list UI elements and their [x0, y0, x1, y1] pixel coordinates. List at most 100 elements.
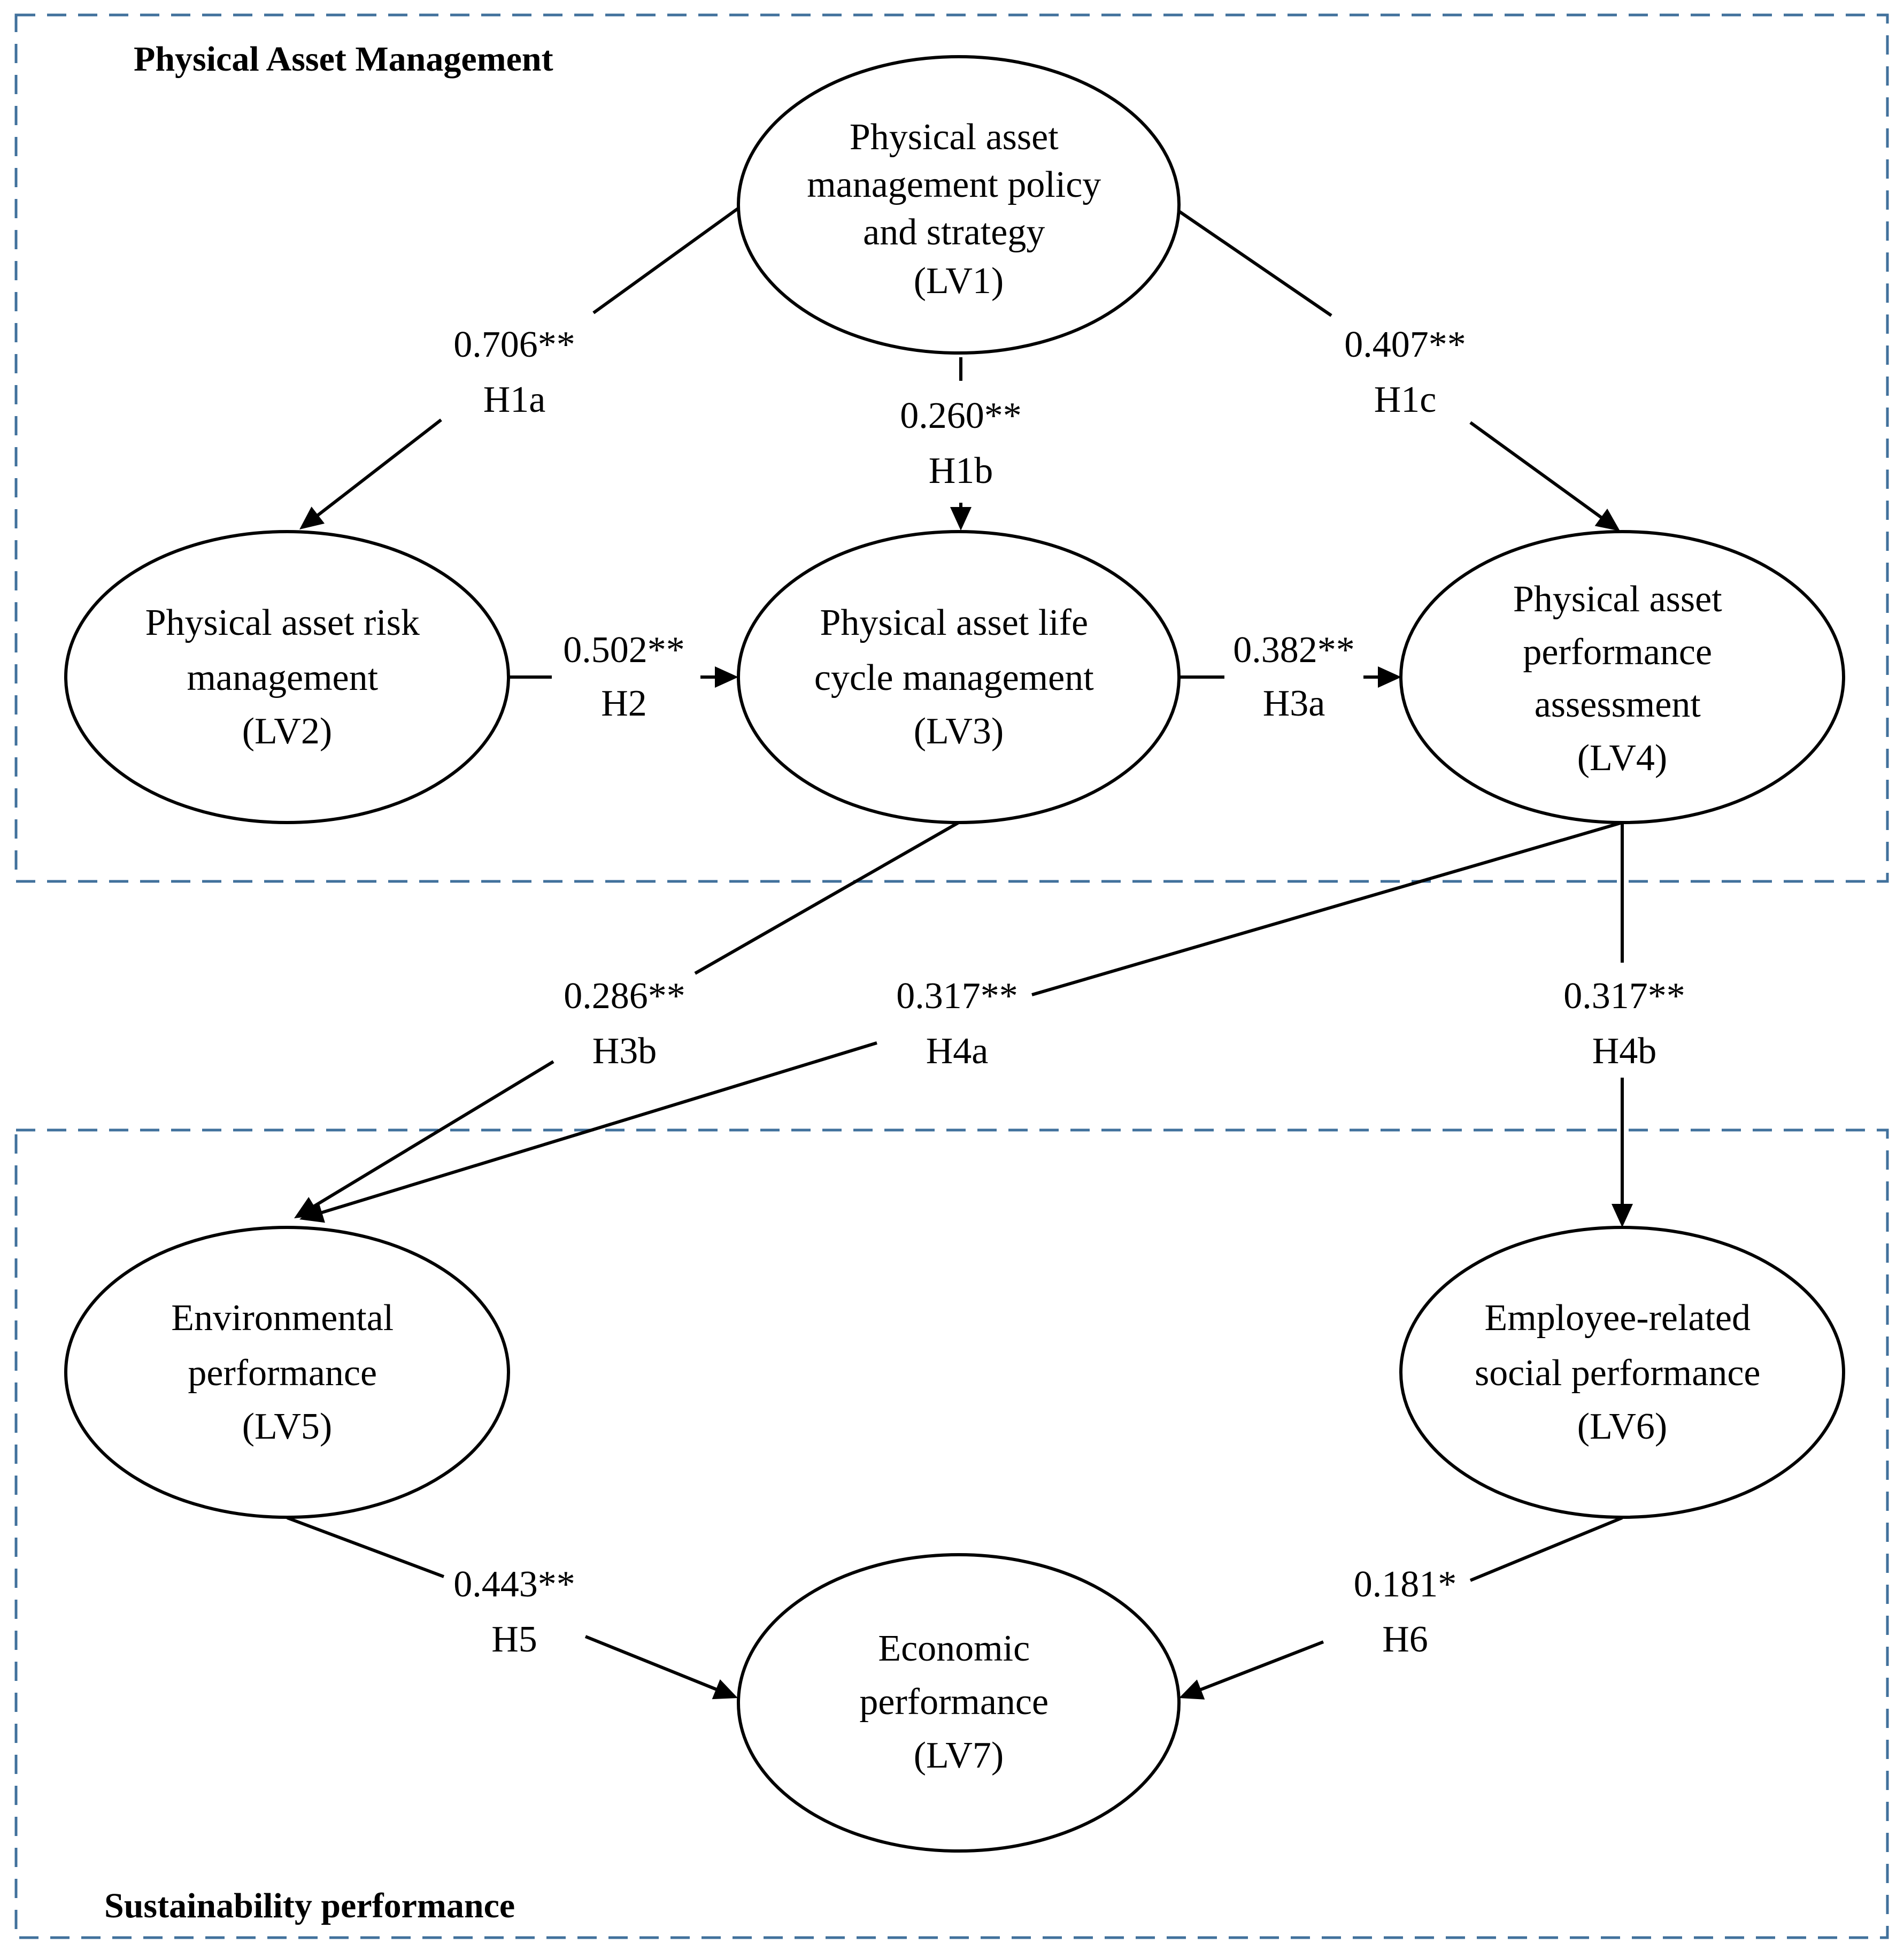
node-label-line: Economic	[878, 1628, 1030, 1669]
node-label-line: (LV2)	[242, 711, 333, 752]
edge-segment	[584, 1635, 719, 1692]
edge-h4a	[299, 821, 1623, 1223]
edge-hypothesis: H1b	[929, 450, 993, 491]
edge-coefficient: 0.260**	[900, 395, 1022, 436]
edge-h6	[1179, 1516, 1623, 1700]
node-label-line: Physical asset	[850, 117, 1059, 158]
node-ellipse	[1399, 1226, 1845, 1519]
node-label-line: (LV1)	[914, 260, 1004, 302]
svg-text:Physical asset life cycl: Physical asset life cycle management (LV…	[814, 602, 1103, 752]
edge-segment	[319, 1041, 877, 1215]
edge-label-h5: 0.443** H5	[453, 1564, 575, 1660]
edge-label-h6: 0.181* H6	[1354, 1564, 1457, 1660]
arrow-head	[299, 506, 325, 529]
svg-text:Physical asset risk mana: Physical asset risk management (LV2)	[145, 602, 429, 752]
node-lv2: Physical asset risk management (LV2)	[64, 530, 510, 824]
edge-coefficient: 0.317**	[1563, 976, 1685, 1017]
node-label-line: and strategy	[863, 212, 1045, 253]
edge-coefficient: 0.502**	[563, 629, 685, 671]
node-ellipse	[1399, 530, 1845, 824]
edge-segment	[1469, 421, 1604, 520]
edge-hypothesis: H4b	[1592, 1031, 1657, 1072]
node-label-line: (LV5)	[242, 1406, 333, 1447]
node-ellipse	[737, 55, 1181, 355]
node-label-line: management policy	[807, 164, 1101, 205]
arrow-head	[1179, 1679, 1205, 1700]
edge-label-h2: 0.502** H2	[563, 629, 685, 724]
group-box-sustainability-performance	[14, 1128, 1889, 1939]
edge-hypothesis: H2	[601, 683, 647, 724]
edge-coefficient: 0.443**	[453, 1564, 575, 1605]
arrow-head	[950, 507, 972, 531]
node-label-line: (LV3)	[914, 711, 1004, 752]
node-label-line: cycle management	[814, 657, 1094, 698]
edge-hypothesis: H5	[491, 1619, 537, 1660]
svg-text:Physical asset managemen: Physical asset management policy and str…	[807, 117, 1111, 302]
arrow-head	[715, 666, 738, 688]
svg-text:Environmental performanc: Environmental performance (LV5)	[171, 1297, 403, 1447]
edge-label-h4a: 0.317** H4a	[896, 976, 1018, 1072]
edge-coefficient: 0.286**	[564, 976, 685, 1017]
arrow-head	[1378, 666, 1401, 688]
node-lv7: Economic performance (LV7)	[737, 1553, 1181, 1853]
group-box-physical-asset-management	[14, 13, 1889, 883]
edge-segment	[315, 418, 442, 518]
node-lv3: Physical asset life cycle management (LV…	[737, 530, 1181, 824]
node-lv5: Environmental performance (LV5)	[64, 1226, 510, 1519]
edge-hypothesis: H1a	[483, 379, 546, 420]
edge-segment	[286, 1516, 445, 1578]
node-label-line: Physical asset	[1513, 579, 1722, 620]
edge-h1b	[950, 357, 972, 531]
edge-segment	[1031, 821, 1623, 996]
arrow-head	[712, 1679, 738, 1700]
edge-h2	[510, 666, 738, 688]
arrow-head	[299, 1202, 325, 1223]
node-label-line: Employee-related	[1484, 1297, 1751, 1339]
node-lv6: Employee-related social performance (LV6…	[1399, 1226, 1845, 1519]
svg-text:Physical asset performan: Physical asset performance assessment (L…	[1513, 579, 1731, 779]
node-label-line: performance	[1523, 632, 1712, 673]
node-lv1: Physical asset management policy and str…	[737, 55, 1181, 355]
arrow-head	[1594, 508, 1620, 531]
group-title-sustainability-performance: Sustainability performance	[104, 1886, 515, 1925]
node-label-line: performance	[859, 1681, 1049, 1723]
edge-coefficient: 0.181*	[1354, 1564, 1457, 1605]
edge-coefficient: 0.407**	[1344, 324, 1466, 365]
node-ellipse	[64, 530, 510, 824]
edge-label-h3a: 0.382** H3a	[1233, 629, 1355, 724]
edge-label-h1c: 0.407** H1c	[1344, 324, 1466, 420]
edge-h4b	[1612, 823, 1633, 1227]
group-title-physical-asset-management: Physical Asset Management	[134, 40, 553, 79]
svg-text:Employee-related social: Employee-related social performance (LV6…	[1475, 1297, 1770, 1447]
node-ellipse	[737, 1553, 1181, 1853]
edge-h3a	[1179, 666, 1401, 688]
arrow-head	[1612, 1204, 1633, 1227]
node-ellipse	[737, 530, 1181, 824]
edge-h5	[286, 1516, 738, 1700]
edge-hypothesis: H3a	[1263, 683, 1325, 724]
edge-h1c	[1178, 210, 1620, 531]
edge-coefficient: 0.317**	[896, 976, 1018, 1017]
node-label-line: (LV7)	[914, 1735, 1004, 1776]
node-label-line: Physical asset life	[820, 602, 1088, 643]
node-label-line: performance	[188, 1353, 377, 1394]
node-lv4: Physical asset performance assessment (L…	[1399, 530, 1845, 824]
edge-segment	[1198, 1640, 1324, 1692]
edge-coefficient: 0.706**	[453, 324, 575, 365]
node-label-line: social performance	[1475, 1353, 1760, 1394]
edge-label-h4b: 0.317** H4b	[1563, 976, 1685, 1072]
edge-segment	[694, 821, 960, 975]
node-label-line: assessment	[1535, 684, 1701, 725]
node-label-line: Physical asset risk	[145, 602, 420, 643]
edge-segment	[1469, 1516, 1623, 1582]
node-label-line: Environmental	[171, 1297, 394, 1339]
svg-text:Economic performance: Economic performance (LV7)	[859, 1628, 1058, 1776]
node-ellipse	[64, 1226, 510, 1519]
edge-segment	[311, 1060, 554, 1209]
edge-hypothesis: H1c	[1374, 379, 1437, 420]
edge-segment	[1178, 210, 1332, 317]
node-label-line: (LV6)	[1577, 1406, 1668, 1447]
edge-hypothesis: H6	[1382, 1619, 1428, 1660]
edge-h1a	[299, 207, 739, 529]
